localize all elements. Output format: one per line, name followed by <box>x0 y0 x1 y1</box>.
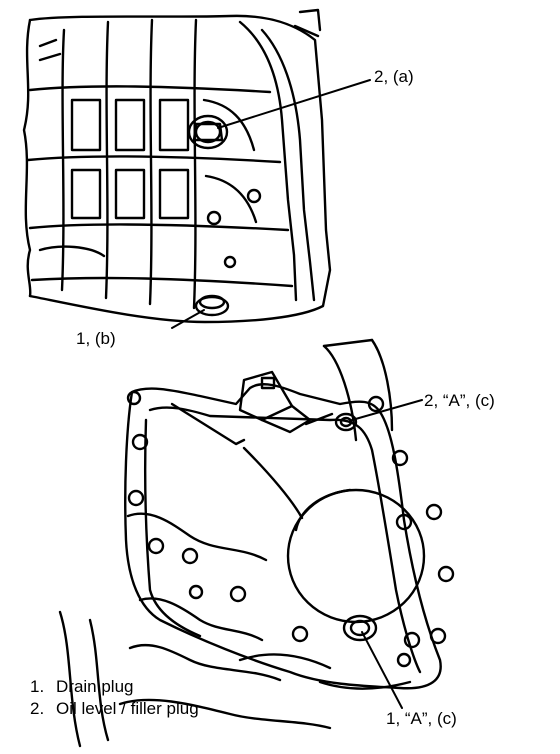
legend-number: 1. <box>30 677 45 696</box>
leader-top-drain <box>171 309 205 329</box>
leader-top-filler <box>217 79 371 129</box>
callout-bottom-filler-plug: 2, “A”, (c) <box>424 391 495 410</box>
callout-bottom-drain-plug: 1, “A”, (c) <box>386 709 457 728</box>
legend-item-drain-plug: 1. Drain plug <box>30 676 199 698</box>
legend-number: 2. <box>30 699 45 718</box>
leader-bottom-filler <box>351 399 423 421</box>
legend-text: Drain plug <box>56 677 134 696</box>
callout-top-filler-plug: 2, (a) <box>374 67 414 86</box>
top-transmission-case <box>22 8 332 324</box>
legend-text: Oil level / filler plug <box>56 699 199 718</box>
bottom-drain-plug <box>342 614 378 642</box>
leader-bottom-drain <box>361 631 403 709</box>
bottom-filler-plug <box>334 412 358 432</box>
legend: 1. Drain plug 2. Oil level / filler plug <box>30 676 199 720</box>
legend-item-filler-plug: 2. Oil level / filler plug <box>30 698 199 720</box>
callout-top-drain-plug: 1, (b) <box>76 329 116 348</box>
top-drain-plug <box>194 294 230 317</box>
top-filler-plug <box>187 114 229 150</box>
